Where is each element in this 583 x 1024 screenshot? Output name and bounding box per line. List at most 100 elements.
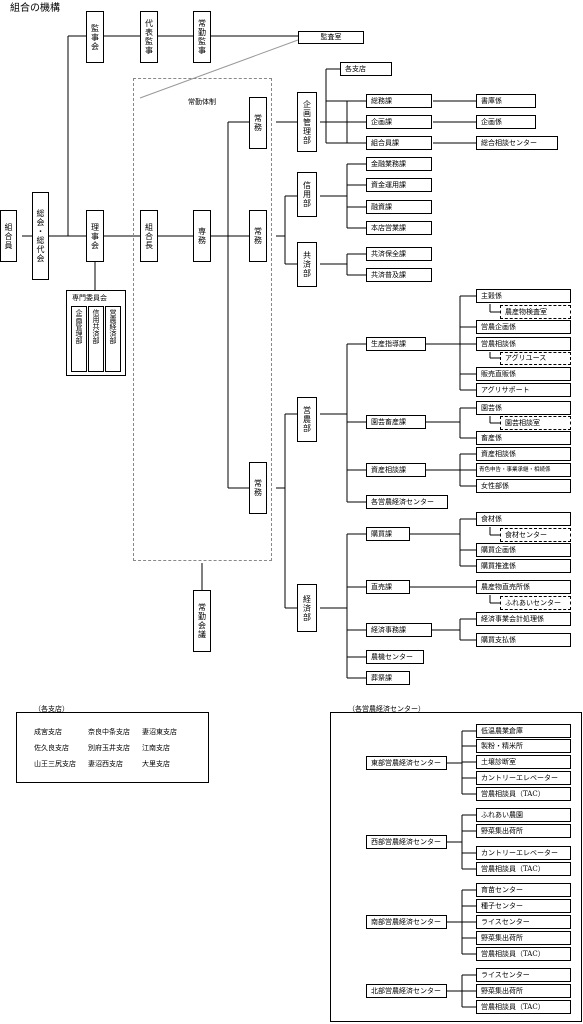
- sub-shokuzai: 食材係: [476, 512, 571, 526]
- sub-fureai: ふれあいセンター: [500, 596, 571, 610]
- center-name: 西部営農経済センター: [366, 835, 447, 849]
- iinkai-shinyo-box: 信用共済部: [88, 306, 104, 372]
- sub-shisan-sodan: 資産相談係: [476, 447, 571, 461]
- center-item: ライスセンター: [476, 915, 571, 929]
- sub-nosanbutsu-chokubai: 農産物直売所係: [476, 580, 571, 594]
- section-kyosai-hozen: 共済保全課: [366, 247, 432, 261]
- rijikai-box: 理事会: [86, 210, 104, 262]
- centers-panel: [330, 712, 582, 1022]
- section-somu: 総務課: [366, 94, 432, 108]
- sub-engei: 園芸係: [476, 401, 571, 415]
- center-item: 野菜集出荷所: [476, 931, 571, 945]
- dept-kyosai-box: 共済部: [297, 242, 317, 287]
- section-noki: 農機センター: [366, 650, 424, 664]
- branch-name: 奈良中条支店: [88, 728, 130, 736]
- center-item: ライスセンター: [476, 968, 571, 982]
- sub-einou-sodan: 営農相談係: [476, 337, 571, 351]
- dept-keizai-box: 経済部: [297, 584, 317, 632]
- sub-kobai-kikaku: 購買企画係: [476, 543, 571, 557]
- sub-hanbai: 販売直販係: [476, 367, 571, 381]
- center-item: カントリーエレベーター: [476, 771, 571, 785]
- section-kyosai-fukyu: 共済普及課: [366, 268, 432, 282]
- sub-josei: 女性部係: [476, 479, 571, 493]
- sub-einou-kikaku: 営農企画係: [476, 320, 571, 334]
- sub-shokuzai-center: 食材センター: [500, 528, 571, 542]
- center-name: 南部営農経済センター: [366, 915, 447, 929]
- sub-shomu: 書庫係: [476, 94, 536, 108]
- kumiaiin-box: 組合員: [0, 210, 17, 262]
- sub-shuno: 主穀係: [476, 289, 571, 303]
- jomu-box-3: 常務: [249, 462, 267, 514]
- sub-kobai-suishin: 購買推進係: [476, 559, 571, 573]
- branch-name: 大里支店: [142, 760, 170, 768]
- kanjikai-box: 監事会: [86, 11, 104, 63]
- branch-name: 成宮支店: [34, 728, 62, 736]
- center-item: 営農相談員（TAC）: [476, 862, 571, 876]
- jokin-kaigi-box: 常勤会議: [193, 590, 211, 652]
- section-honten: 本店営業課: [366, 221, 432, 235]
- center-item: ふれあい農園: [476, 808, 571, 822]
- kansashitsu-box: 監査室: [298, 31, 364, 44]
- section-kobai: 購買課: [366, 527, 410, 541]
- center-item: 育苗センター: [476, 883, 571, 897]
- center-item: 土壌診断室: [476, 755, 571, 769]
- center-item: 野菜集出荷所: [476, 984, 571, 998]
- jomu-box-2: 常務: [249, 210, 267, 262]
- dept-einou-box: 営農部: [297, 397, 317, 442]
- senmon-iinkai-label: 専門委員会: [72, 294, 107, 302]
- branch-name: 山王三尻支店: [34, 760, 76, 768]
- section-kaku-center: 各営農経済センター: [366, 495, 448, 509]
- sub-aoiro: 青色申告・事業承継・相続係: [476, 463, 571, 477]
- dept-shinyo-box: 信用部: [297, 172, 317, 217]
- section-seisan: 生産指導課: [366, 337, 426, 351]
- center-item: 種子センター: [476, 899, 571, 913]
- sub-engei-sodan: 園芸相談室: [500, 416, 571, 430]
- jomu-box-1: 常務: [249, 97, 267, 149]
- center-name: 東部営農経済センター: [366, 756, 447, 770]
- branch-name: 別府玉井支店: [88, 744, 130, 752]
- jokin-taisei-frame: [133, 78, 272, 561]
- section-keizai-jimu: 経済事務課: [366, 623, 432, 637]
- section-shikin: 資金運用課: [366, 178, 432, 192]
- section-kikakuka: 企画課: [366, 115, 432, 129]
- sub-agrisu: アグリユース: [500, 352, 571, 365]
- dept-kikaku-box: 企画管理部: [297, 92, 317, 152]
- iinkai-kikaku-box: 企画管理部: [71, 306, 87, 372]
- sub-chikusan: 畜産係: [476, 431, 571, 445]
- sub-nosanbutsu: 農産物検査室: [500, 305, 571, 319]
- section-kumiaiinka: 組合員課: [366, 136, 432, 150]
- branch-name: 江南支店: [142, 744, 170, 752]
- center-item: 低温農業倉庫: [476, 724, 571, 738]
- senmon-iinkai-frame: [66, 290, 126, 376]
- sub-kikaku: 企画係: [476, 115, 536, 129]
- jokin-kanji-box: 常勤監事: [193, 11, 211, 63]
- sokai-box: 総会・総代会: [32, 192, 49, 280]
- section-yushi: 融資課: [366, 200, 432, 214]
- sub-agri-support: アグリサポート: [476, 383, 571, 397]
- branches-title: （各支店）: [34, 705, 69, 713]
- center-item: 野菜集出荷所: [476, 824, 571, 838]
- page-title: 組合の機構: [10, 3, 60, 14]
- sub-keizai-kaikei: 経済事業会計処理係: [476, 612, 571, 626]
- sub-kobai-shiharai: 購買支払係: [476, 633, 571, 647]
- kumiaicho-box: 組合長: [140, 210, 158, 262]
- section-kinyu: 金融業務課: [366, 157, 432, 171]
- center-name: 北部営農経済センター: [366, 984, 447, 998]
- sub-sodan-center: 総合相談センター: [476, 136, 558, 150]
- branch-name: 佐久良支店: [34, 744, 69, 752]
- iinkai-einou-box: 営農経済部: [105, 306, 121, 372]
- centers-title: （各営農経済センター）: [348, 705, 425, 713]
- daihyo-kanji-box: 代表監事: [140, 11, 158, 63]
- center-item: 営農相談員（TAC）: [476, 947, 571, 961]
- branch-name: 妻沼西支店: [88, 760, 123, 768]
- center-item: 営農相談員（TAC）: [476, 1000, 571, 1014]
- section-kakushiten: 各支店: [340, 62, 392, 76]
- jokin-taisei-label: 常勤体制: [188, 98, 216, 106]
- center-item: カントリーエレベーター: [476, 846, 571, 860]
- center-item: 製粉・精米所: [476, 739, 571, 753]
- branches-panel: [16, 712, 209, 783]
- section-shisan: 資産相談課: [366, 463, 426, 477]
- section-chokubai: 直売課: [366, 580, 410, 594]
- senmu-box: 専務: [193, 210, 211, 262]
